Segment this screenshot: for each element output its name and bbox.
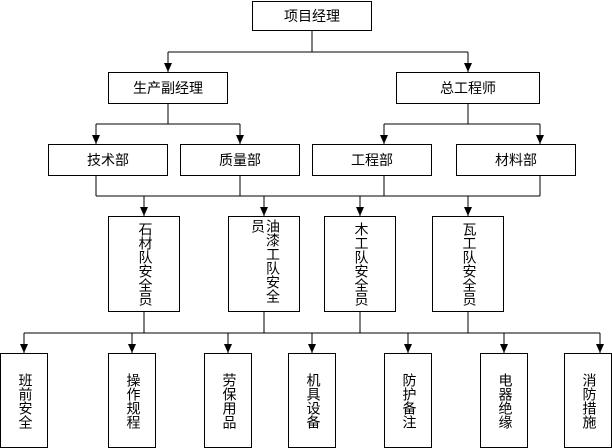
department-label-engineering: 工程部 <box>351 153 393 169</box>
arrowhead-49 <box>596 344 604 353</box>
arrowhead-26 <box>260 207 268 216</box>
measure-box-fire: 消防措施 <box>564 353 612 448</box>
safety-officer-box-stone: 石材队安全员 <box>108 216 180 312</box>
level1-label-chief-engineer: 总工程师 <box>440 81 496 97</box>
arrowhead-30 <box>464 207 472 216</box>
safety-officer-box-masonry: 瓦工队安全员 <box>432 216 504 312</box>
arrowhead-47 <box>500 344 508 353</box>
arrowhead-43 <box>308 344 316 353</box>
department-box-quality: 质量部 <box>180 144 300 176</box>
level1-label-production: 生产副经理 <box>133 81 203 97</box>
department-label-quality: 质量部 <box>219 153 261 169</box>
measure-label-fire: 消防措施 <box>580 372 597 429</box>
department-label-materials: 材料部 <box>495 153 537 169</box>
measure-label-pre-shift: 班前安全 <box>16 372 33 429</box>
arrowhead-24 <box>140 207 148 216</box>
safety-officer-label-stone: 石材队安全员 <box>136 222 153 306</box>
department-box-materials: 材料部 <box>456 144 576 176</box>
level1-box-production: 生产副经理 <box>108 72 228 104</box>
arrowhead-45 <box>404 344 412 353</box>
arrowhead-11 <box>236 135 244 144</box>
measure-box-procedures: 操作规程 <box>108 353 156 448</box>
safety-officer-label-paint: 油漆工队安全员 <box>249 219 280 303</box>
measure-label-protection: 防护备注 <box>400 372 417 429</box>
measure-label-insulation: 电器绝缘 <box>496 372 513 429</box>
arrowhead-28 <box>356 207 364 216</box>
measure-label-equipment: 机具设备 <box>304 372 321 429</box>
arrowhead-9 <box>92 135 100 144</box>
arrowhead-5 <box>464 63 472 72</box>
safety-officer-box-carpentry: 木工队安全员 <box>324 216 396 312</box>
department-label-tech: 技术部 <box>87 153 129 169</box>
safety-officer-label-carpentry: 木工队安全员 <box>352 222 369 306</box>
safety-officer-label-masonry: 瓦工队安全员 <box>460 222 477 306</box>
department-box-engineering: 工程部 <box>312 144 432 176</box>
arrowhead-37 <box>20 344 28 353</box>
measure-label-ppe: 劳保用品 <box>220 372 237 429</box>
arrowhead-41 <box>224 344 232 353</box>
measure-box-pre-shift: 班前安全 <box>0 353 48 448</box>
project-manager-box: 项目经理 <box>252 1 372 31</box>
arrowhead-15 <box>380 135 388 144</box>
measure-box-ppe: 劳保用品 <box>204 353 252 448</box>
measure-box-insulation: 电器绝缘 <box>480 353 528 448</box>
department-box-tech: 技术部 <box>48 144 168 176</box>
arrowhead-17 <box>536 135 544 144</box>
arrowhead-39 <box>128 344 136 353</box>
measure-box-protection: 防护备注 <box>384 353 432 448</box>
arrowhead-3 <box>164 63 172 72</box>
measure-box-equipment: 机具设备 <box>288 353 336 448</box>
level1-box-chief-engineer: 总工程师 <box>396 72 540 104</box>
project-manager-label: 项目经理 <box>284 9 340 25</box>
measure-label-procedures: 操作规程 <box>124 372 141 429</box>
safety-officer-box-paint: 油漆工队安全员 <box>228 216 300 312</box>
